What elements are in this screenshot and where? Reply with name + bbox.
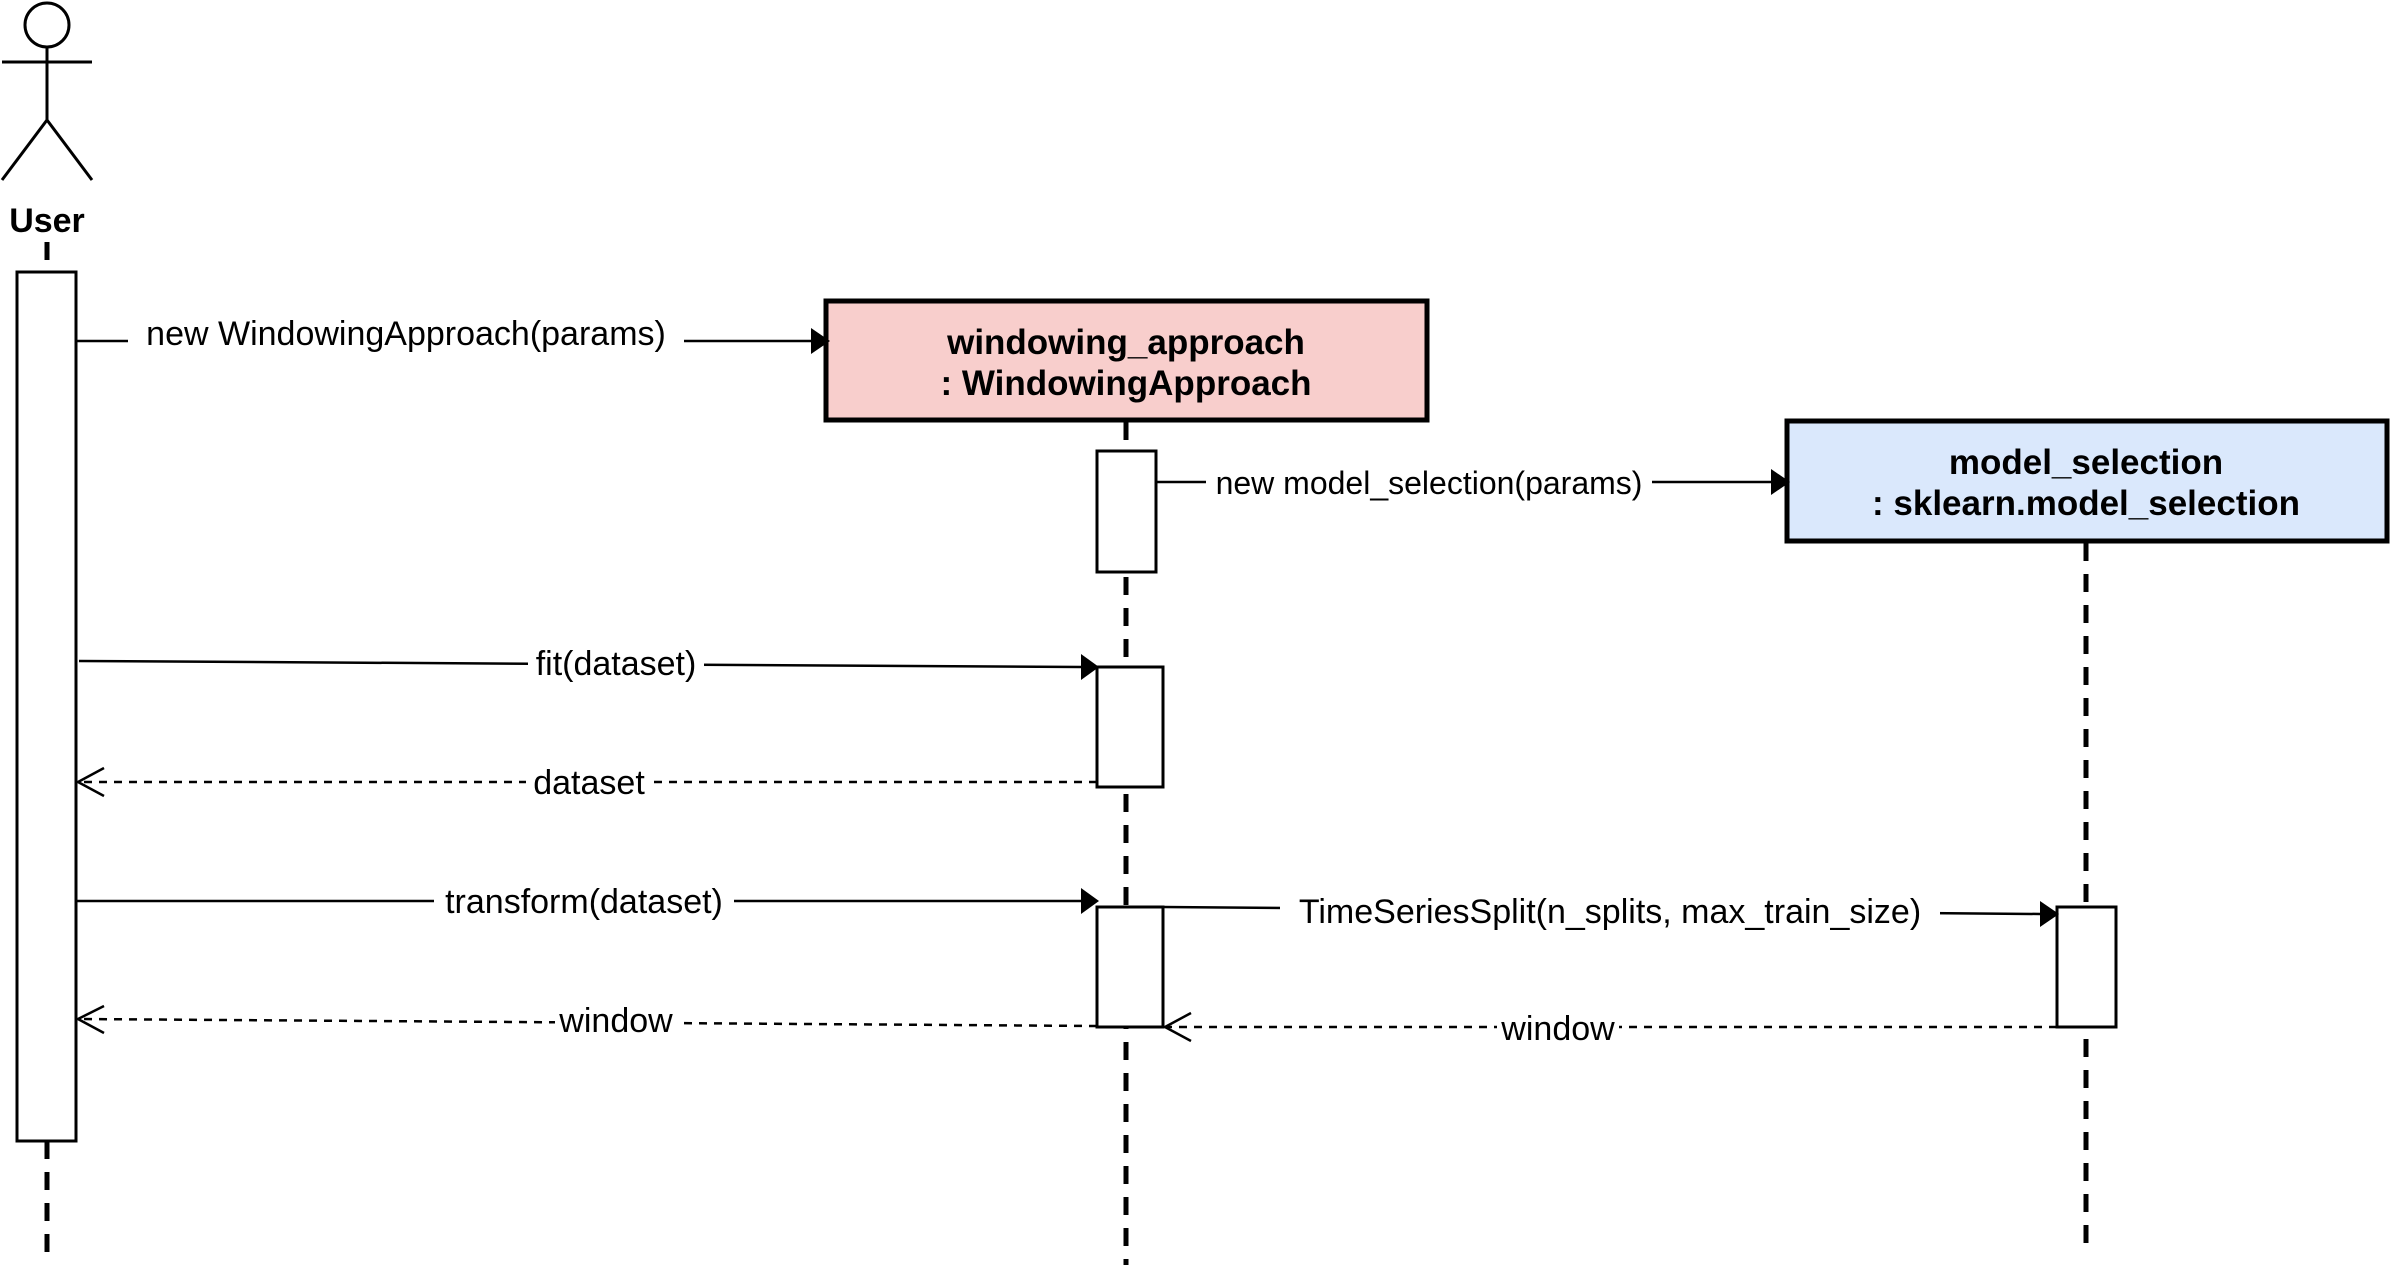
message-label: transform(dataset) bbox=[445, 883, 723, 921]
label-background bbox=[526, 762, 652, 804]
object-box bbox=[823, 298, 1430, 423]
user-actor: User bbox=[0, 1, 94, 240]
object-name: windowing_approach bbox=[946, 323, 1305, 362]
object-class: : WindowingApproach bbox=[940, 364, 1311, 403]
message-line bbox=[77, 1017, 1098, 1028]
object-windowing-approach: windowing_approach : WindowingApproach bbox=[823, 298, 1430, 423]
arrowhead-icon bbox=[1081, 888, 1099, 914]
message-label: window bbox=[1500, 1010, 1615, 1048]
object-class: : sklearn.model_selection bbox=[1872, 484, 2300, 523]
arrowhead-icon bbox=[2040, 901, 2059, 927]
message-label: window bbox=[558, 1002, 673, 1040]
object-model-selection: model_selection : sklearn.model_selectio… bbox=[1784, 418, 2390, 544]
activation-windowing-create bbox=[1095, 449, 1158, 574]
label-background bbox=[1280, 890, 1940, 934]
activation-windowing-fit bbox=[1095, 665, 1165, 789]
arrowhead-icon bbox=[811, 328, 830, 354]
object-name: model_selection bbox=[1949, 443, 2223, 482]
label-background bbox=[1497, 1008, 1619, 1050]
arrowhead-icon bbox=[1081, 654, 1099, 680]
message-transform: transform(dataset) bbox=[76, 879, 1099, 923]
message-create-model-selection: new model_selection(params) bbox=[1156, 462, 1790, 502]
open-arrowhead-icon bbox=[1162, 1011, 1192, 1043]
label-background bbox=[128, 314, 684, 358]
message-label: new model_selection(params) bbox=[1216, 465, 1643, 501]
message-return-dataset: dataset bbox=[75, 762, 1097, 804]
activation-user bbox=[15, 270, 78, 1143]
label-background bbox=[555, 1000, 677, 1042]
message-return-window-user: window bbox=[75, 1000, 1098, 1042]
message-label: dataset bbox=[533, 764, 645, 802]
activation-windowing-transform bbox=[1095, 905, 1165, 1029]
open-arrowhead-icon bbox=[75, 1004, 105, 1035]
message-fit: fit(dataset) bbox=[78, 643, 1099, 687]
actor-label: User bbox=[9, 202, 85, 240]
arrowhead-icon bbox=[1771, 469, 1790, 495]
label-background bbox=[1206, 462, 1652, 502]
message-return-window-windowing: window bbox=[1162, 1008, 2057, 1050]
label-background bbox=[434, 879, 734, 923]
message-label: fit(dataset) bbox=[536, 645, 697, 683]
label-background bbox=[528, 643, 704, 687]
message-create-windowing: new WindowingApproach(params) bbox=[76, 314, 830, 358]
message-timeseriessplit: TimeSeriesSplit(n_splits, max_train_size… bbox=[1162, 890, 2059, 934]
message-label: TimeSeriesSplit(n_splits, max_train_size… bbox=[1299, 893, 1921, 931]
open-arrowhead-icon bbox=[75, 766, 105, 798]
object-box bbox=[1784, 418, 2390, 544]
activation-model-selection bbox=[2055, 905, 2118, 1029]
message-label: new WindowingApproach(params) bbox=[146, 315, 666, 353]
stick-figure-icon bbox=[0, 1, 94, 181]
